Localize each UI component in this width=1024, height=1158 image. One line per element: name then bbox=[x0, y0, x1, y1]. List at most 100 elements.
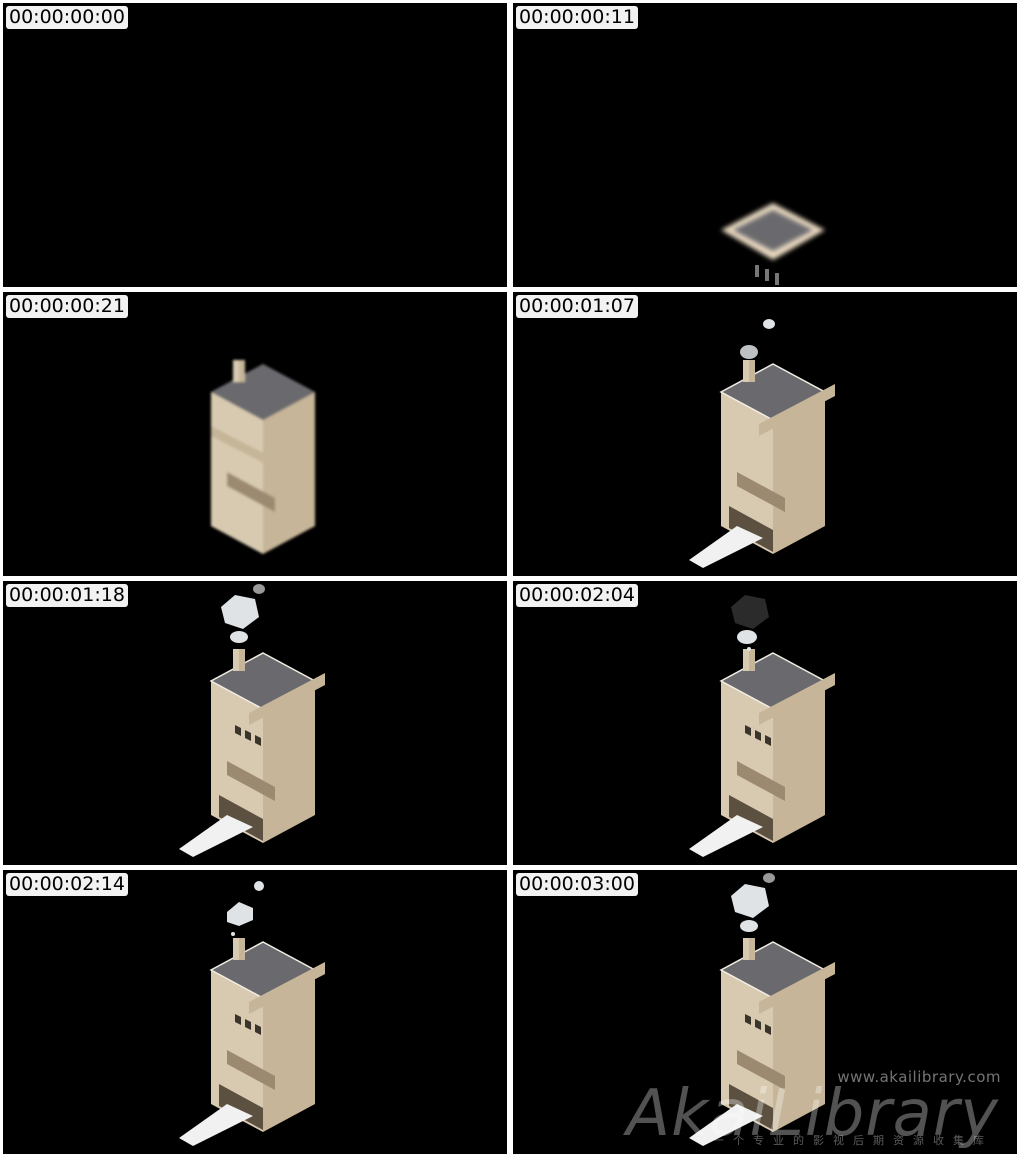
right-wall bbox=[773, 970, 825, 1132]
particle bbox=[755, 265, 759, 277]
window bbox=[745, 1014, 751, 1025]
frame-3: 00:00:00:21 bbox=[3, 292, 507, 576]
right-wall bbox=[263, 392, 315, 554]
middle-band bbox=[737, 1050, 785, 1090]
building bbox=[689, 938, 835, 1146]
timestamp-label: 00:00:00:21 bbox=[6, 295, 128, 318]
frame-5: 00:00:01:18 bbox=[3, 581, 507, 865]
smoke-cloud bbox=[731, 884, 769, 918]
base-slab-top bbox=[733, 210, 813, 251]
window bbox=[255, 1024, 261, 1035]
building bbox=[179, 649, 325, 857]
scene bbox=[689, 319, 835, 568]
right-wall bbox=[773, 392, 825, 554]
chimney-side bbox=[749, 360, 755, 382]
middle-band bbox=[737, 472, 785, 512]
building bbox=[689, 649, 835, 857]
upper-ledge bbox=[211, 426, 273, 468]
building bbox=[689, 360, 835, 568]
timestamp-label: 00:00:01:18 bbox=[6, 584, 128, 607]
building bbox=[179, 938, 325, 1146]
building bbox=[211, 360, 315, 554]
scene bbox=[689, 873, 835, 1146]
smoke bbox=[731, 873, 775, 932]
smoke-dot bbox=[747, 647, 751, 651]
upper-ledge bbox=[759, 384, 835, 436]
window bbox=[755, 730, 761, 741]
chimney-side bbox=[239, 938, 245, 960]
upper-ledge bbox=[759, 673, 835, 725]
timestamp-label: 00:00:02:14 bbox=[6, 873, 128, 896]
right-wall bbox=[773, 681, 825, 843]
doorway bbox=[729, 506, 773, 552]
right-wall bbox=[263, 970, 315, 1132]
ramp bbox=[179, 815, 253, 857]
smoke-cloud bbox=[227, 902, 253, 926]
smoke-dot bbox=[231, 932, 235, 936]
chimney-side bbox=[239, 649, 245, 671]
timestamp-label: 00:00:03:00 bbox=[516, 873, 638, 896]
middle-band bbox=[737, 761, 785, 801]
smoke bbox=[740, 319, 775, 359]
smoke bbox=[731, 595, 769, 651]
smoke-puff bbox=[763, 319, 775, 329]
timestamp-label: 00:00:01:07 bbox=[516, 295, 638, 318]
ramp bbox=[179, 1104, 253, 1146]
ramp bbox=[689, 1104, 763, 1146]
window bbox=[765, 1024, 771, 1035]
ramp bbox=[689, 815, 763, 857]
scene bbox=[721, 203, 825, 285]
upper-ledge bbox=[759, 962, 835, 1014]
particle bbox=[775, 273, 779, 285]
smoke-puff bbox=[763, 873, 775, 883]
smoke bbox=[227, 881, 264, 936]
smoke-cloud-dark bbox=[731, 595, 769, 629]
chimney-side bbox=[749, 938, 755, 960]
frame-4: 00:00:01:07 bbox=[513, 292, 1017, 576]
frame-6: 00:00:02:04 bbox=[513, 581, 1017, 865]
doorway bbox=[219, 795, 263, 841]
window bbox=[745, 725, 751, 736]
timestamp-label: 00:00:00:00 bbox=[6, 6, 128, 29]
scene bbox=[689, 595, 835, 857]
smoke bbox=[221, 584, 265, 643]
middle-band bbox=[227, 472, 275, 512]
middle-band bbox=[227, 761, 275, 801]
particle bbox=[765, 269, 769, 281]
scene bbox=[179, 881, 325, 1146]
scene bbox=[179, 584, 325, 857]
smoke-puff bbox=[254, 881, 264, 891]
frame-7: 00:00:02:14 bbox=[3, 870, 507, 1154]
window bbox=[755, 1019, 761, 1030]
right-wall bbox=[263, 681, 315, 843]
timestamp-label: 00:00:02:04 bbox=[516, 584, 638, 607]
frame-2: 00:00:00:11 bbox=[513, 3, 1017, 287]
upper-ledge bbox=[249, 673, 325, 725]
window bbox=[235, 725, 241, 736]
scene bbox=[3, 3, 507, 287]
window bbox=[255, 735, 261, 746]
window bbox=[765, 735, 771, 746]
smoke-puff bbox=[740, 920, 758, 932]
window bbox=[245, 1019, 251, 1030]
doorway bbox=[729, 795, 773, 841]
timestamp-label: 00:00:00:11 bbox=[516, 6, 638, 29]
frame-1: 00:00:00:00 bbox=[3, 3, 507, 287]
smoke-puff bbox=[253, 584, 265, 594]
middle-band bbox=[227, 1050, 275, 1090]
doorway bbox=[729, 1084, 773, 1130]
smoke-cloud bbox=[221, 595, 259, 629]
window bbox=[235, 1014, 241, 1025]
ramp bbox=[689, 526, 763, 568]
smoke-puff bbox=[737, 630, 757, 644]
window bbox=[245, 730, 251, 741]
smoke-puff bbox=[230, 631, 248, 643]
left-wall bbox=[211, 392, 263, 554]
scene bbox=[211, 360, 315, 554]
chimney-side bbox=[749, 649, 755, 671]
upper-ledge bbox=[249, 962, 325, 1014]
smoke-puff bbox=[740, 345, 758, 359]
chimney-side bbox=[239, 360, 245, 382]
doorway bbox=[219, 1084, 263, 1130]
